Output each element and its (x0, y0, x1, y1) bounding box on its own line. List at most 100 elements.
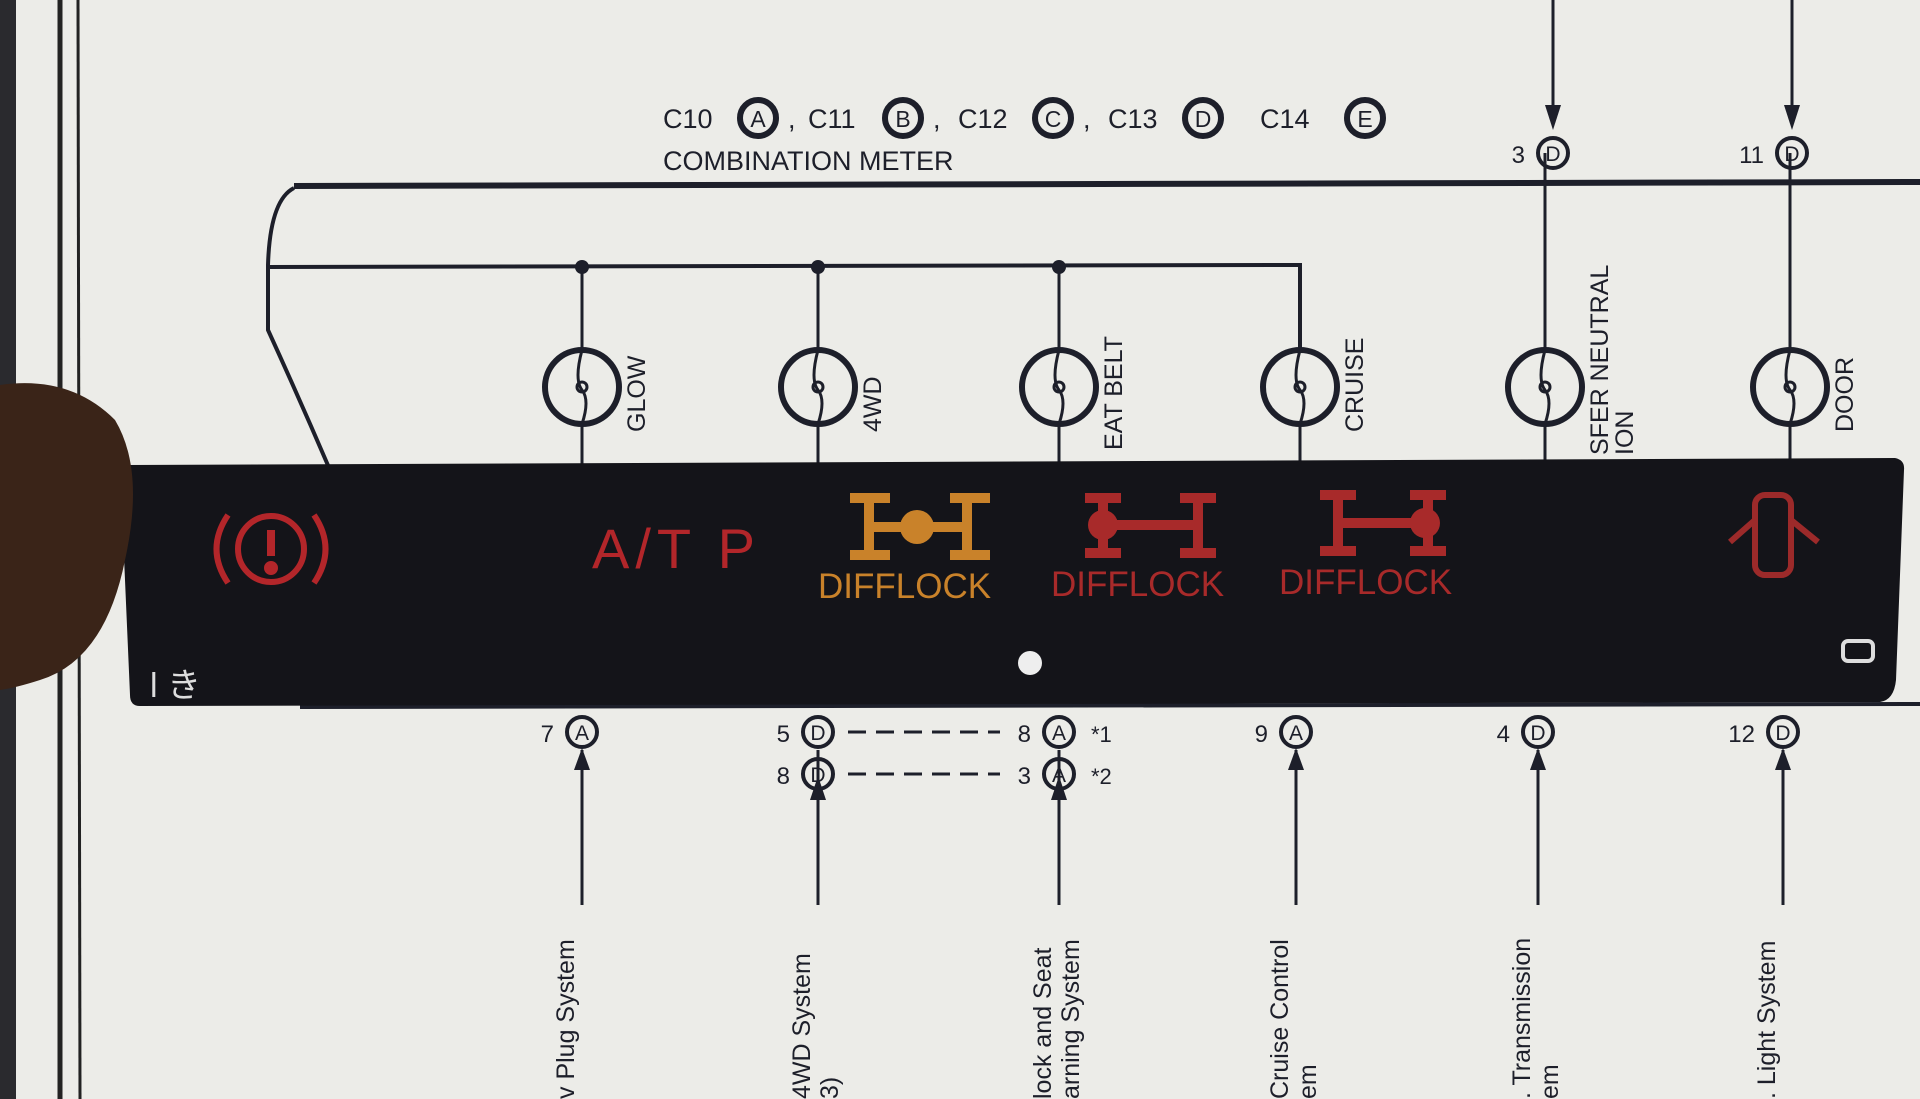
system-label: 3) (816, 1077, 844, 1099)
difflock-label-front: DIFFLOCK (1279, 563, 1452, 602)
pin-connector: A (1042, 715, 1076, 749)
connector-letter: D (1545, 143, 1560, 166)
indicator-lamp: EAT BELT (1019, 260, 1128, 465)
system-label: v Plug System (552, 939, 580, 1099)
pin-note: *2 (1091, 764, 1112, 789)
lamp-label: ION (1611, 411, 1639, 455)
connector-badge (1344, 97, 1386, 139)
pin-number: 3 (1018, 763, 1031, 790)
pin-number: 5 (777, 721, 790, 748)
pin-number: 9 (1255, 721, 1268, 748)
connector-badge (1032, 97, 1074, 139)
connector-badge (882, 97, 924, 139)
connector-code: C12 (958, 104, 1008, 134)
system-label: em (1294, 1064, 1322, 1099)
arrow-up-icon (1288, 748, 1304, 770)
bulb-icon (778, 347, 858, 427)
lamp-label: GLOW (623, 355, 651, 432)
connector-code: C13 (1108, 104, 1158, 134)
pin-connector: A (565, 715, 599, 749)
pin-note: *1 (1091, 722, 1112, 747)
bulb-icon (1019, 347, 1099, 427)
connector-circle (1042, 757, 1076, 791)
difflock-label-center: DIFFLOCK (818, 567, 991, 606)
pin-connector: D (801, 715, 835, 749)
connector-code: C11 (808, 104, 856, 134)
connector-circle (801, 757, 835, 791)
connector-circle (1536, 136, 1570, 170)
arrow-up-icon (1775, 748, 1791, 770)
svg-text:,: , (1083, 104, 1091, 134)
connector-letter: C (1045, 106, 1062, 132)
pin-connector: A (1042, 757, 1076, 791)
lamp-label: 4WD (859, 376, 887, 432)
connector-circle (1766, 715, 1800, 749)
bottom-pin: 12 D (1728, 715, 1800, 905)
arrow-up-icon (1530, 748, 1546, 770)
component-title: COMBINATION METER (663, 146, 954, 176)
connector-letter: D (1195, 106, 1212, 132)
connector-letter: D (1775, 722, 1790, 745)
pin-connector: A (1279, 715, 1313, 749)
arrow-down-icon (1545, 105, 1561, 130)
indicator-lamp: DOOR (1750, 153, 1859, 465)
atp-indicator: A/T P (592, 517, 761, 580)
connector-letter: A (575, 722, 589, 745)
pin-connector: D (1766, 715, 1800, 749)
connector-letter: D (810, 764, 825, 787)
connector-letter: A (750, 106, 766, 132)
connector-circle (565, 715, 599, 749)
svg-text:,: , (933, 104, 941, 134)
lamp-label: CRUISE (1341, 338, 1369, 432)
system-label: 4WD System (788, 953, 816, 1099)
connector-badge (1182, 97, 1224, 139)
bulb-icon (1260, 347, 1340, 427)
indicator-lamp: CRUISE (1260, 267, 1369, 465)
bulb-icon (1750, 347, 1830, 427)
bulb-icon (542, 347, 622, 427)
pin-number: 8 (1018, 721, 1031, 748)
pin-number: 7 (541, 721, 554, 748)
connector-letter: D (810, 722, 825, 745)
connector-code: C14 (1260, 104, 1310, 134)
pin-number: 8 (777, 763, 790, 790)
indicator-lamp: GLOW (542, 260, 651, 465)
arrow-up-icon (574, 748, 590, 770)
pin-connector: D (1521, 715, 1555, 749)
pin-number: 3 (1512, 142, 1525, 169)
connector-badge (737, 97, 779, 139)
center-difflock-icon (850, 493, 990, 560)
meter-top-border (293, 179, 1920, 189)
connector-letter: D (1530, 722, 1545, 745)
connector-circle (801, 715, 835, 749)
pin-number: 4 (1497, 721, 1510, 748)
lamp-label: SFER NEUTRAL (1586, 265, 1614, 455)
pin-number: 12 (1728, 721, 1755, 748)
pin-number: 11 (1739, 142, 1764, 169)
front-difflock-icon (1320, 490, 1446, 556)
system-label: . Light System (1753, 941, 1781, 1099)
connector-circle (1042, 715, 1076, 749)
pin-connector: D (1775, 136, 1809, 170)
connector-letter: A (1052, 722, 1066, 745)
system-label: lock and Seat (1029, 947, 1057, 1099)
meter-outline (266, 186, 332, 471)
system-label: em (1536, 1064, 1564, 1099)
connector-letter: E (1357, 106, 1372, 132)
indicator-hole (1018, 651, 1042, 675)
strip-marking: l き (150, 667, 201, 705)
connector-letter: A (1289, 722, 1303, 745)
top-pin: 11 D (1739, 0, 1809, 170)
brake-warning-icon (213, 513, 329, 585)
system-label: arning System (1057, 939, 1085, 1099)
